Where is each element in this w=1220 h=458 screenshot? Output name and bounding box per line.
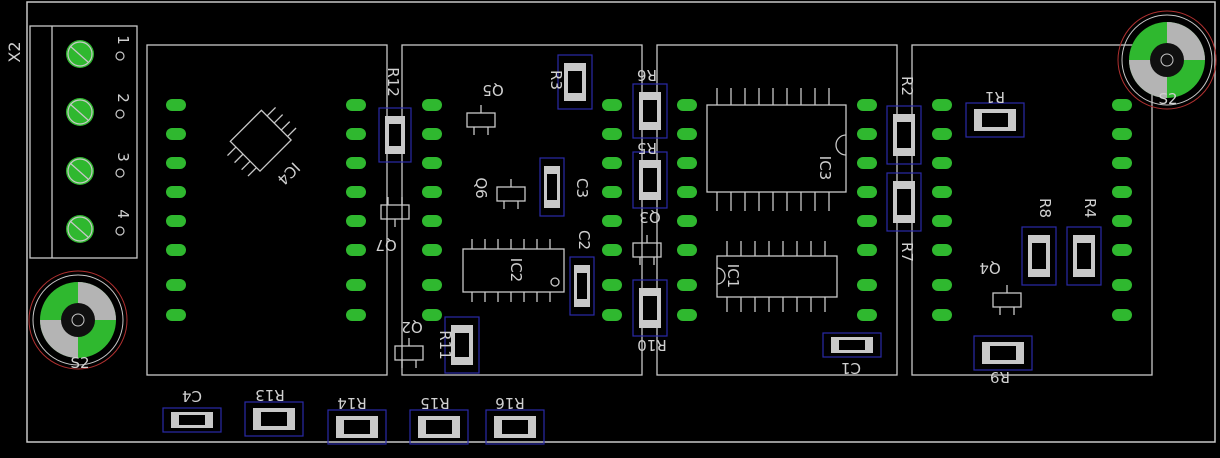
module-4-outline bbox=[911, 44, 1153, 376]
c4-part bbox=[162, 407, 222, 433]
r2-label: R2 bbox=[898, 76, 916, 96]
ic3-label: IC3 bbox=[816, 156, 834, 180]
c3-label: C3 bbox=[573, 178, 591, 198]
q2-label: Q2 bbox=[401, 318, 422, 336]
q7-label: Q7 bbox=[375, 236, 396, 254]
mounting-hole-left bbox=[28, 270, 128, 370]
r13-label: R13 bbox=[255, 386, 285, 404]
q6-label: Q6 bbox=[472, 177, 490, 198]
q5-label: Q5 bbox=[482, 81, 503, 99]
q7-part bbox=[380, 197, 410, 227]
ic1-label: IC1 bbox=[724, 264, 742, 288]
r12-part bbox=[378, 107, 412, 163]
r16-label: R16 bbox=[495, 394, 525, 412]
module-1-outline bbox=[146, 44, 388, 376]
r12-label: R12 bbox=[384, 67, 402, 97]
r15-label: R15 bbox=[420, 394, 450, 412]
r16-part bbox=[485, 409, 545, 445]
mounting-hole-right bbox=[1117, 10, 1217, 110]
q4-part bbox=[992, 285, 1022, 315]
s2-right-label: S2 bbox=[1158, 90, 1177, 108]
connector-x2 bbox=[29, 25, 138, 259]
q4-label: Q4 bbox=[979, 259, 1000, 277]
ic2-package bbox=[462, 239, 565, 302]
r4-part bbox=[1066, 226, 1102, 286]
r10-label: R10 bbox=[637, 336, 667, 354]
r7-part bbox=[886, 172, 922, 232]
module-3-outline bbox=[656, 44, 898, 376]
r8-part bbox=[1021, 226, 1057, 286]
r1-part bbox=[965, 102, 1025, 138]
c2-part bbox=[569, 256, 595, 316]
pin-2-label: 2 bbox=[114, 93, 132, 103]
r14-part bbox=[327, 409, 387, 445]
r2-part bbox=[886, 105, 922, 165]
r8-label: R8 bbox=[1036, 198, 1054, 218]
r10-part bbox=[632, 279, 668, 337]
r6-part bbox=[632, 83, 668, 139]
r6-label: R6 bbox=[637, 66, 657, 84]
r3-label: R3 bbox=[547, 70, 565, 90]
q6-part bbox=[496, 179, 526, 209]
r13-part bbox=[244, 401, 304, 437]
q3-label: Q3 bbox=[639, 208, 660, 226]
c3-part bbox=[539, 157, 565, 217]
r5-part bbox=[632, 151, 668, 209]
c1-part bbox=[822, 332, 882, 358]
ic2-label: IC2 bbox=[507, 258, 525, 282]
r3-part bbox=[557, 54, 593, 110]
r11-part bbox=[444, 316, 480, 374]
c1-label: C1 bbox=[841, 359, 861, 377]
r11-label: R11 bbox=[436, 330, 454, 360]
pin-4-label: 4 bbox=[114, 209, 132, 219]
ic1-package bbox=[716, 241, 838, 312]
q3-part bbox=[632, 235, 662, 265]
r14-label: R14 bbox=[337, 394, 367, 412]
pin-3-label: 3 bbox=[114, 152, 132, 162]
c4-label: C4 bbox=[182, 387, 202, 405]
s2-left-label: S2 bbox=[70, 354, 89, 372]
board-outline bbox=[26, 1, 1216, 443]
r5-label: R5 bbox=[637, 139, 657, 157]
q5-part bbox=[466, 105, 496, 135]
x2-label: X2 bbox=[5, 41, 24, 62]
ic3-package bbox=[706, 88, 847, 211]
pin-1-label: 1 bbox=[114, 35, 132, 45]
c2-label: C2 bbox=[575, 230, 593, 250]
r9-label: R9 bbox=[990, 368, 1010, 386]
ic4-label: IC4 bbox=[274, 159, 304, 189]
r7-label: R7 bbox=[898, 242, 916, 262]
r15-part bbox=[409, 409, 469, 445]
r1-label: R1 bbox=[985, 88, 1005, 106]
q2-part bbox=[394, 338, 424, 368]
r9-part bbox=[973, 335, 1033, 371]
ic4-package bbox=[227, 107, 297, 177]
r4-label: R4 bbox=[1081, 198, 1099, 218]
module-2-outline bbox=[401, 44, 643, 376]
